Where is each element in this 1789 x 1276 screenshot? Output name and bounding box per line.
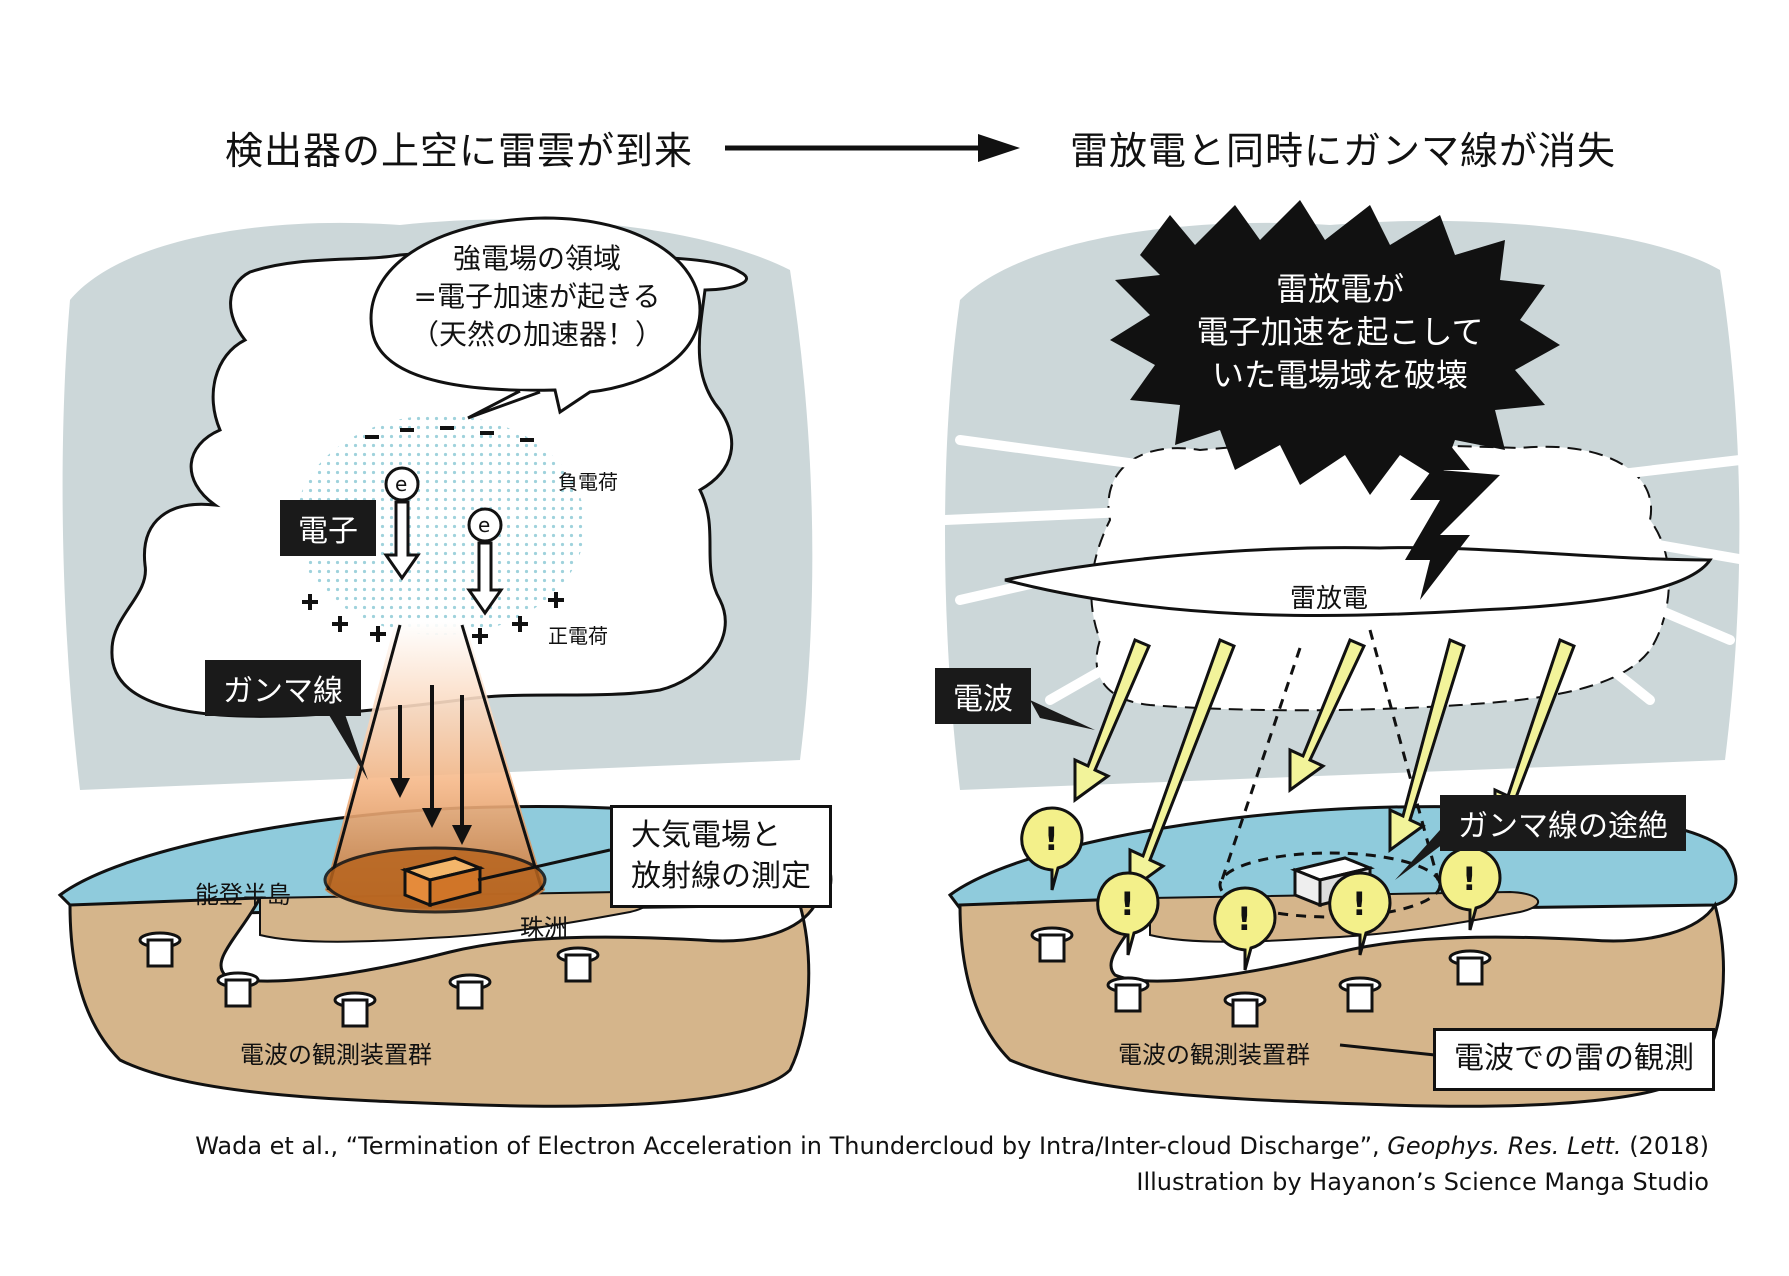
radio-wave-label-pointer [1030,700,1095,730]
measurement-line: 放射線の測定 [631,858,811,894]
left-radio-array-label: 電波の観測装置群 [240,1041,432,1069]
alert-mark: ! [1237,900,1252,938]
electron [383,466,421,581]
citation-main: Wada et al., “Termination of Electron Ac… [195,1132,1380,1160]
right-radio-array-label: 電波の観測装置群 [1118,1041,1310,1069]
burst-line: 電子加速を起こして [1196,313,1484,352]
gamma-label: ガンマ線 [205,660,361,716]
burst-balloon [1110,200,1560,495]
alert-antenna [1438,846,1502,986]
radio-antenna [556,946,600,983]
positive-charge-label: 正電荷 [548,624,608,648]
gamma-cone-edge [460,624,544,891]
title-arrow [725,134,1020,162]
left-title: 検出器の上空に雷雲が到来 [225,129,694,173]
electron-symbol: e [478,513,491,537]
lightning-obs-box: 電波での雷の観測 [1433,1028,1715,1091]
discharge-label: 雷放電 [1290,584,1369,614]
lightning-obs-leader [1339,1043,1436,1057]
left-land [68,896,818,1108]
speech-line: 強電場の領域 [452,242,621,275]
speech-bubble [369,216,702,415]
alert-antenna [1213,886,1277,1028]
radio-antenna [216,971,260,1008]
speech-line: =電子加速が起きる [413,279,661,313]
radio-antenna [138,931,182,968]
lightning-bolt [1405,445,1500,600]
speech-bubble-tail [467,389,541,420]
radio-antenna [333,991,377,1028]
measurement-line: 大気電場と [631,818,781,853]
measurement-leader [477,848,611,882]
burst-line: 雷放電が [1275,270,1404,308]
right-title: 雷放電と同時にガンマ線が消失 [1070,129,1617,173]
gamma-label-pointer [320,700,368,780]
citation-journal: Geophys. Res. Lett. [1387,1132,1622,1160]
alert-mark: ! [1044,820,1059,858]
alert-mark: ! [1462,860,1477,898]
negative-charge-label: 負電荷 [558,470,618,494]
burst-line: いた電場域を破壊 [1211,356,1468,395]
place-suzu: 珠洲 [520,914,568,942]
alert-mark: ! [1352,885,1367,923]
discharge-channel [1004,546,1713,618]
citation-year: (2018) [1629,1132,1709,1160]
electron [466,507,504,616]
right-panel [940,200,1750,1108]
alert-antenna [1096,871,1160,1013]
strong-field-region [295,415,585,635]
radio-antenna [448,973,492,1010]
burst-text: 雷放電が 電子加速を起こして いた電場域を破壊 [1195,268,1485,398]
negative-charges [365,426,534,442]
gamma-cut-label: ガンマ線の途絶 [1440,795,1686,851]
electron-label: 電子 [280,500,376,556]
gamma-cone-edge [326,624,402,891]
radio-wave-label: 電波 [935,668,1031,724]
detector-box [400,856,485,908]
alert-mark: ! [1120,885,1135,923]
speech-bubble-text: 強電場の領域 =電子加速が起きる （天然の加速器！） [392,240,682,353]
alert-antenna [1328,871,1392,1013]
measurement-box: 大気電場と 放射線の測定 [610,805,832,908]
speech-line: （天然の加速器！） [410,317,663,351]
alert-antenna [1020,806,1084,963]
electron-symbol: e [395,472,408,496]
positive-charges [302,592,564,644]
citation-line-2: Illustration by Hayanon’s Science Manga … [1136,1168,1709,1196]
left-panel [57,216,833,1108]
place-noto: 能登半島 [195,881,291,909]
citation-line-1: Wada et al., “Termination of Electron Ac… [195,1132,1709,1160]
